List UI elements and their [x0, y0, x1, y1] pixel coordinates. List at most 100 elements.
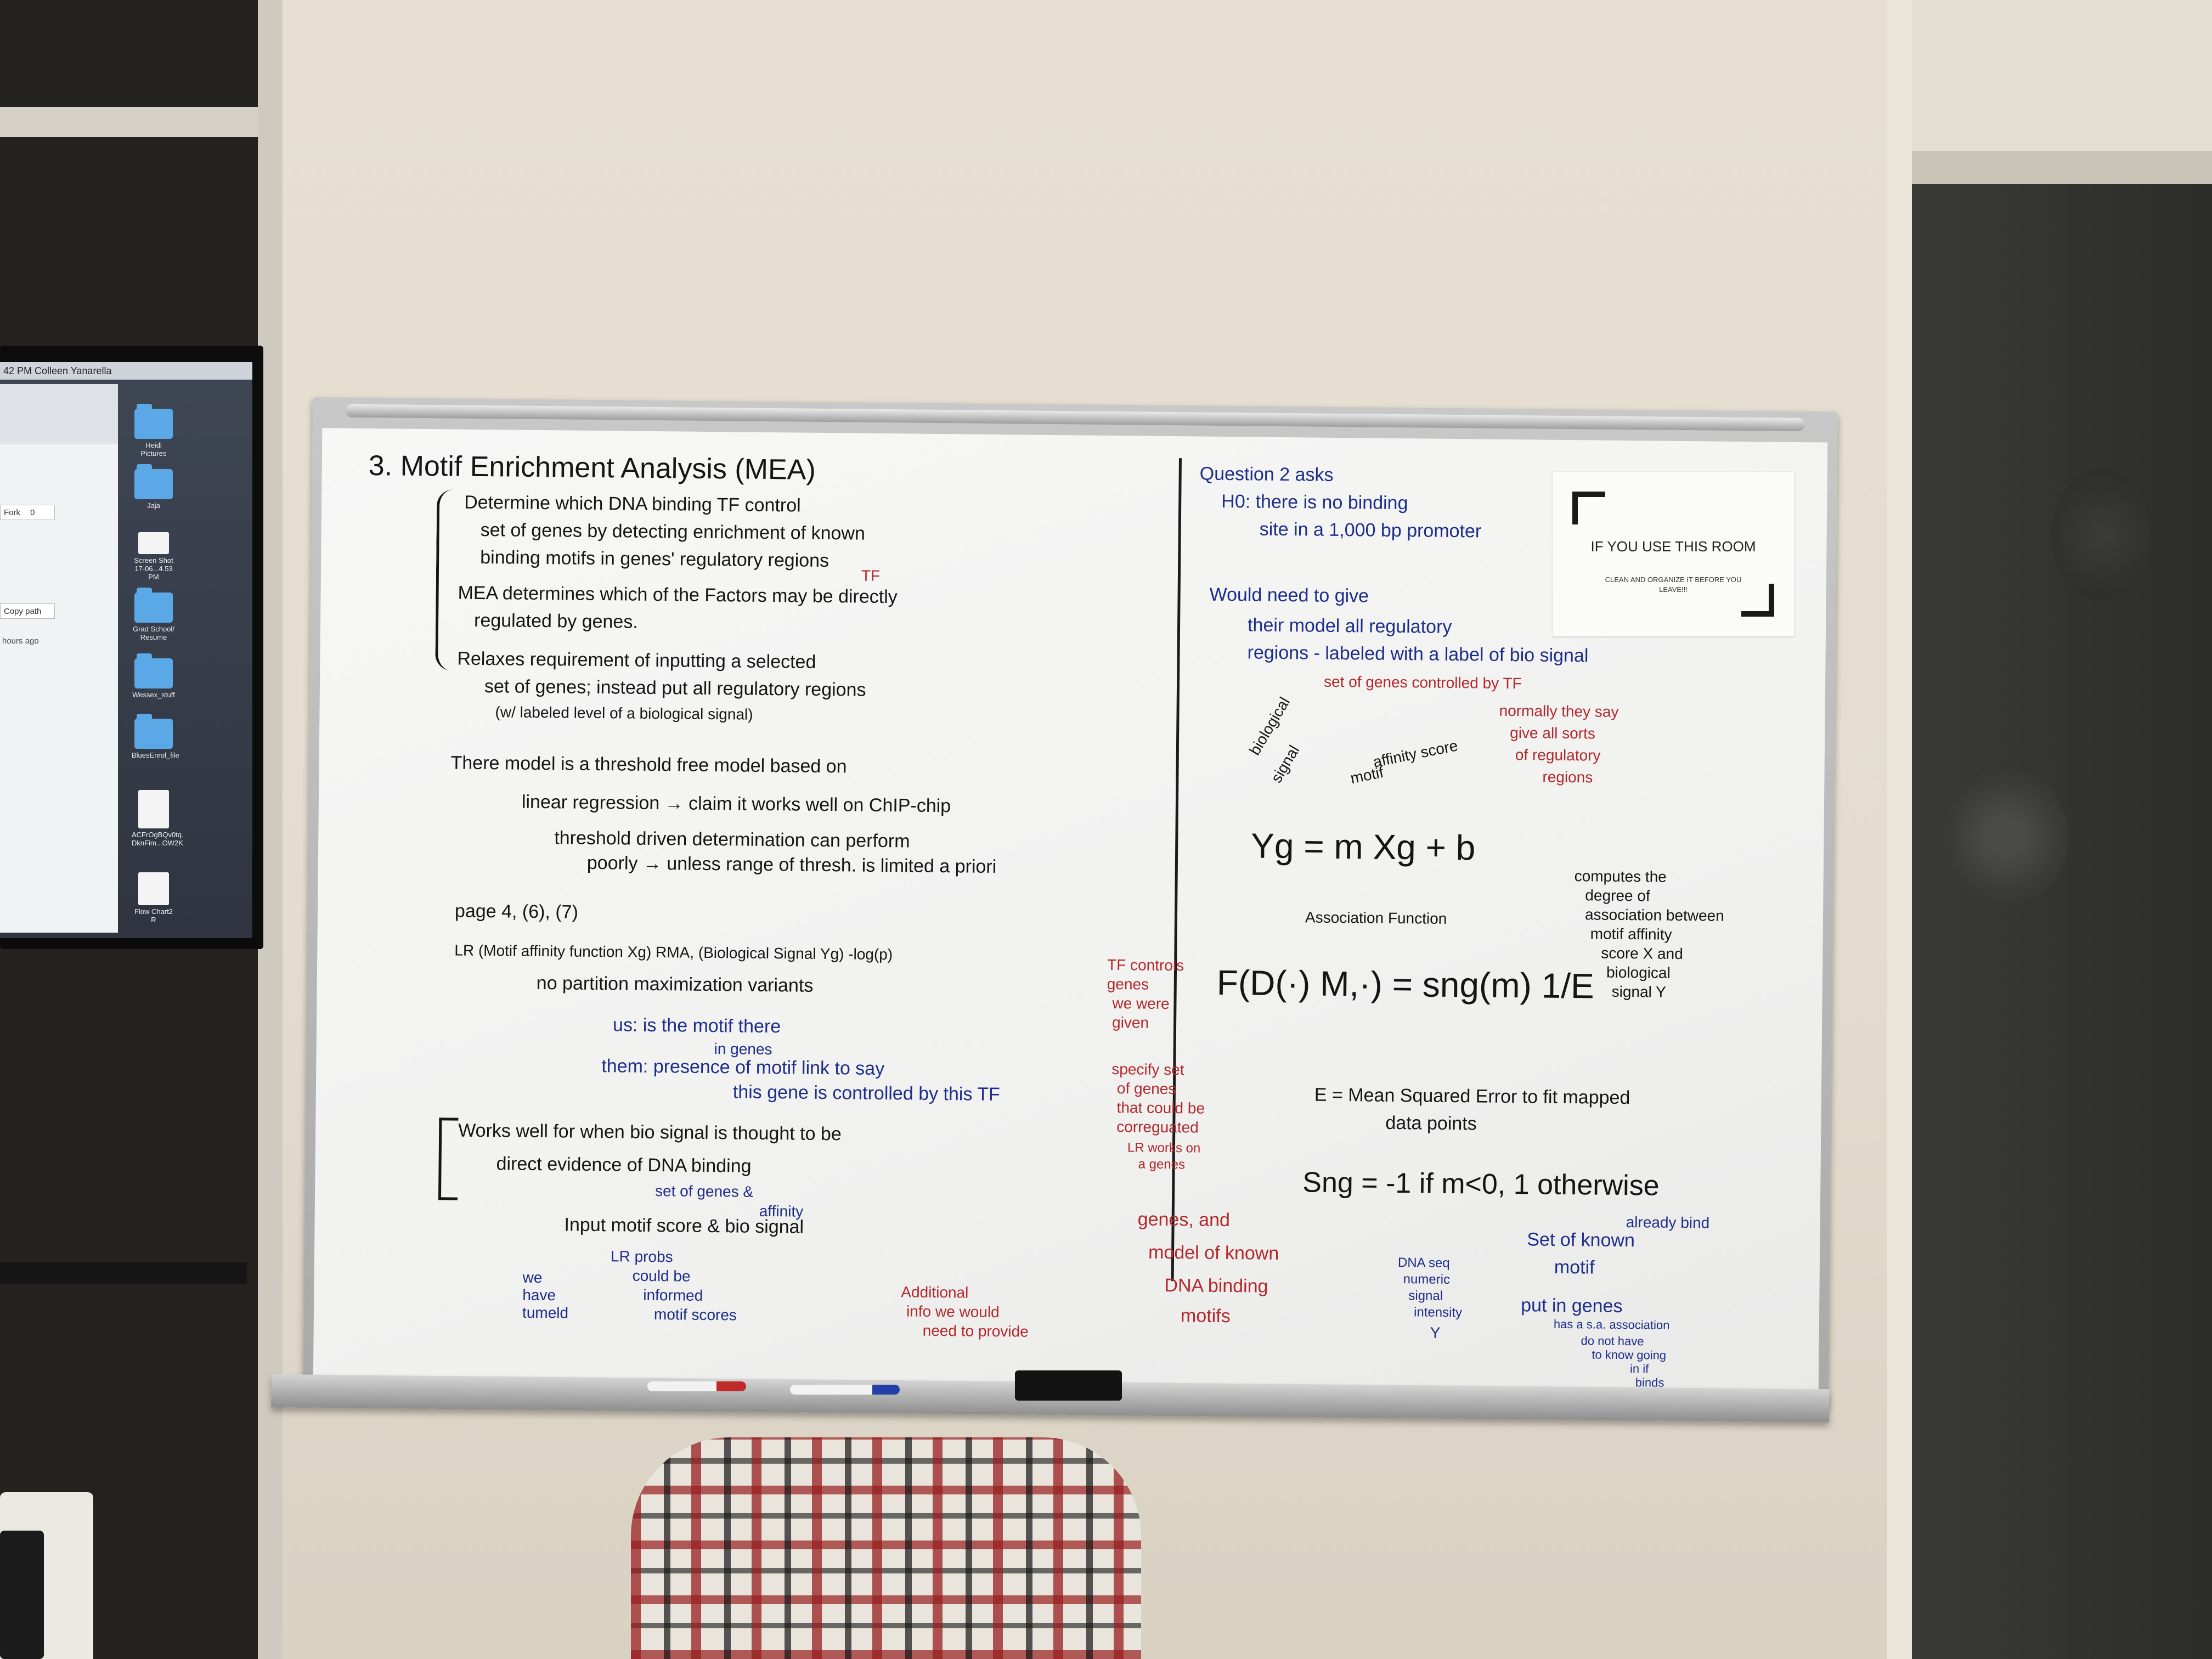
- desktop-folder[interactable]: BluesEnrol_file: [132, 714, 179, 759]
- folder-icon: [134, 464, 173, 499]
- red-marker-icon[interactable]: [647, 1381, 746, 1391]
- note-line: intensity: [1413, 1305, 1463, 1321]
- desktop-file[interactable]: ACFrOgBQv0tq. DknFim...OW2K: [132, 790, 184, 847]
- note-line: in if: [1629, 1362, 1649, 1376]
- note-line: we were: [1112, 995, 1170, 1013]
- note-line: to know going: [1592, 1347, 1667, 1362]
- note-line: tumeld: [522, 1304, 569, 1322]
- note-line: Would need to give: [1209, 584, 1369, 607]
- note-line: site in a 1,000 bp promoter: [1259, 518, 1482, 542]
- desktop-folder[interactable]: Grad School/ Resume: [132, 588, 176, 641]
- note-line: MEA determines which of the Factors may …: [458, 582, 898, 608]
- blue-marker-icon[interactable]: [790, 1385, 900, 1395]
- note-line: poorly → unless range of thresh. is limi…: [586, 852, 997, 878]
- association-equation: F(D(·) M,·) = sng(m) 1/E: [1216, 962, 1595, 1006]
- desktop-file[interactable]: Flow Chart2 R: [132, 872, 176, 924]
- note-line: Y: [1430, 1324, 1441, 1341]
- updated-time: hours ago: [2, 636, 39, 646]
- note-line: give all sorts: [1510, 724, 1595, 742]
- fan-icon: [1942, 768, 2068, 905]
- note-line: signal: [1408, 1288, 1443, 1304]
- sign-corner: [1572, 492, 1605, 524]
- note-line: set of genes; instead put all regulatory…: [484, 676, 866, 701]
- regression-equation: Yg = m Xg + b: [1250, 826, 1476, 868]
- folder-icon: [134, 714, 173, 749]
- note-line: that could be: [1116, 1099, 1205, 1117]
- copy-path-button[interactable]: Copy path: [0, 603, 55, 619]
- bracket: [438, 1118, 459, 1200]
- note-line: set of genes &: [654, 1182, 754, 1200]
- note-line: signal: [1267, 742, 1303, 786]
- section-heading: 3. Motif Enrichment Analysis (MEA): [368, 449, 816, 486]
- note-line: no partition maximization variants: [536, 972, 814, 996]
- note-line: genes: [1107, 975, 1149, 993]
- folder-icon: [134, 404, 173, 439]
- note-line: (w/ labeled level of a biological signal…: [495, 703, 753, 723]
- note-line: association between: [1584, 906, 1724, 924]
- sign-subtitle: CLEAN AND ORGANIZE IT BEFORE YOU LEAVE!!…: [1605, 575, 1742, 594]
- note-line: biological: [1606, 963, 1671, 981]
- desktop-folder[interactable]: Wessex_stuff: [132, 653, 176, 699]
- fork-count: 0: [30, 508, 35, 517]
- eraser-icon[interactable]: [1015, 1370, 1122, 1401]
- note-line: score X and: [1601, 944, 1683, 963]
- note-line: DNA seq: [1397, 1255, 1450, 1271]
- note-line: H0: there is no binding: [1221, 490, 1408, 514]
- left-window-frame: [0, 107, 269, 137]
- desktop-folder[interactable]: Heidi Pictures: [132, 404, 176, 458]
- menu-bar: 42 PM Colleen Yanarella: [0, 362, 252, 380]
- note-line: Question 2 asks: [1199, 463, 1334, 486]
- note-line: motif: [1554, 1256, 1595, 1278]
- document-icon: [138, 790, 169, 828]
- note-line: us: is the motif there: [612, 1014, 781, 1037]
- note-line: DNA binding: [1164, 1274, 1268, 1297]
- sign-corner: [1741, 584, 1774, 617]
- screenshot-icon: [138, 532, 169, 554]
- note-line: threshold driven determination can perfo…: [554, 827, 910, 852]
- browser-window[interactable]: Fork 0 Copy path hours ago: [0, 384, 118, 933]
- right-frame-bar: [1904, 151, 2212, 184]
- note-line: specify set: [1111, 1060, 1184, 1079]
- document-icon: [138, 872, 169, 905]
- desktop-item-label: BluesEnrol_file: [132, 751, 179, 759]
- fork-button[interactable]: Fork 0: [0, 505, 55, 520]
- note-line: set of genes controlled by TF: [1323, 673, 1522, 692]
- note-line: numeric: [1403, 1272, 1451, 1287]
- note-line: have: [522, 1286, 556, 1304]
- tablet: [0, 1531, 44, 1659]
- note-line: Relaxes requirement of inputting a selec…: [457, 648, 816, 673]
- note-line: info we would: [906, 1302, 1000, 1321]
- note-line: do not have: [1581, 1334, 1644, 1348]
- note-line: given: [1111, 1014, 1149, 1031]
- note-line: page 4, (6), (7): [454, 900, 579, 923]
- note-line: a genes: [1138, 1156, 1186, 1172]
- fork-label: Fork: [4, 508, 20, 517]
- desktop-item-label: Screen Shot 17-06...4.53 PM: [134, 556, 173, 581]
- note-line: There model is a threshold free model ba…: [450, 752, 847, 777]
- note-line: E = Mean Squared Error to fit mapped: [1314, 1084, 1630, 1109]
- note-line: model of known: [1148, 1242, 1279, 1264]
- note-line: normally they say: [1499, 702, 1619, 720]
- note-line: motif affinity: [1590, 925, 1672, 943]
- note-line: affinity score: [1372, 737, 1459, 771]
- note-line: signal Y: [1611, 983, 1666, 1001]
- note-line: has a s.a. association: [1553, 1317, 1670, 1332]
- desktop-file[interactable]: Screen Shot 17-06...4.53 PM: [132, 532, 176, 581]
- brace: [435, 489, 455, 671]
- note-line: Determine which DNA binding TF control: [464, 492, 801, 516]
- note-line: TF: [861, 567, 881, 584]
- note-line: motifs: [1180, 1305, 1231, 1327]
- right-door-frame: [1887, 0, 1912, 1659]
- note-line: Set of known: [1527, 1229, 1635, 1251]
- note-line: them: presence of motif link to say: [601, 1056, 885, 1080]
- desktop-folder[interactable]: Jaja: [132, 464, 176, 510]
- right-wall-panel: [1904, 0, 2212, 156]
- room-sign: IF YOU USE THIS ROOM CLEAN AND ORGANIZE …: [1553, 472, 1794, 636]
- desktop-item-label: Heidi Pictures: [140, 441, 167, 458]
- desktop-item-label: Jaja: [147, 501, 160, 510]
- note-line: of genes: [1116, 1080, 1176, 1098]
- note-line: data points: [1385, 1112, 1477, 1135]
- note-line: need to provide: [922, 1322, 1029, 1340]
- browser-toolbar: [0, 384, 118, 444]
- desktop-item-label: Flow Chart2 R: [134, 907, 173, 924]
